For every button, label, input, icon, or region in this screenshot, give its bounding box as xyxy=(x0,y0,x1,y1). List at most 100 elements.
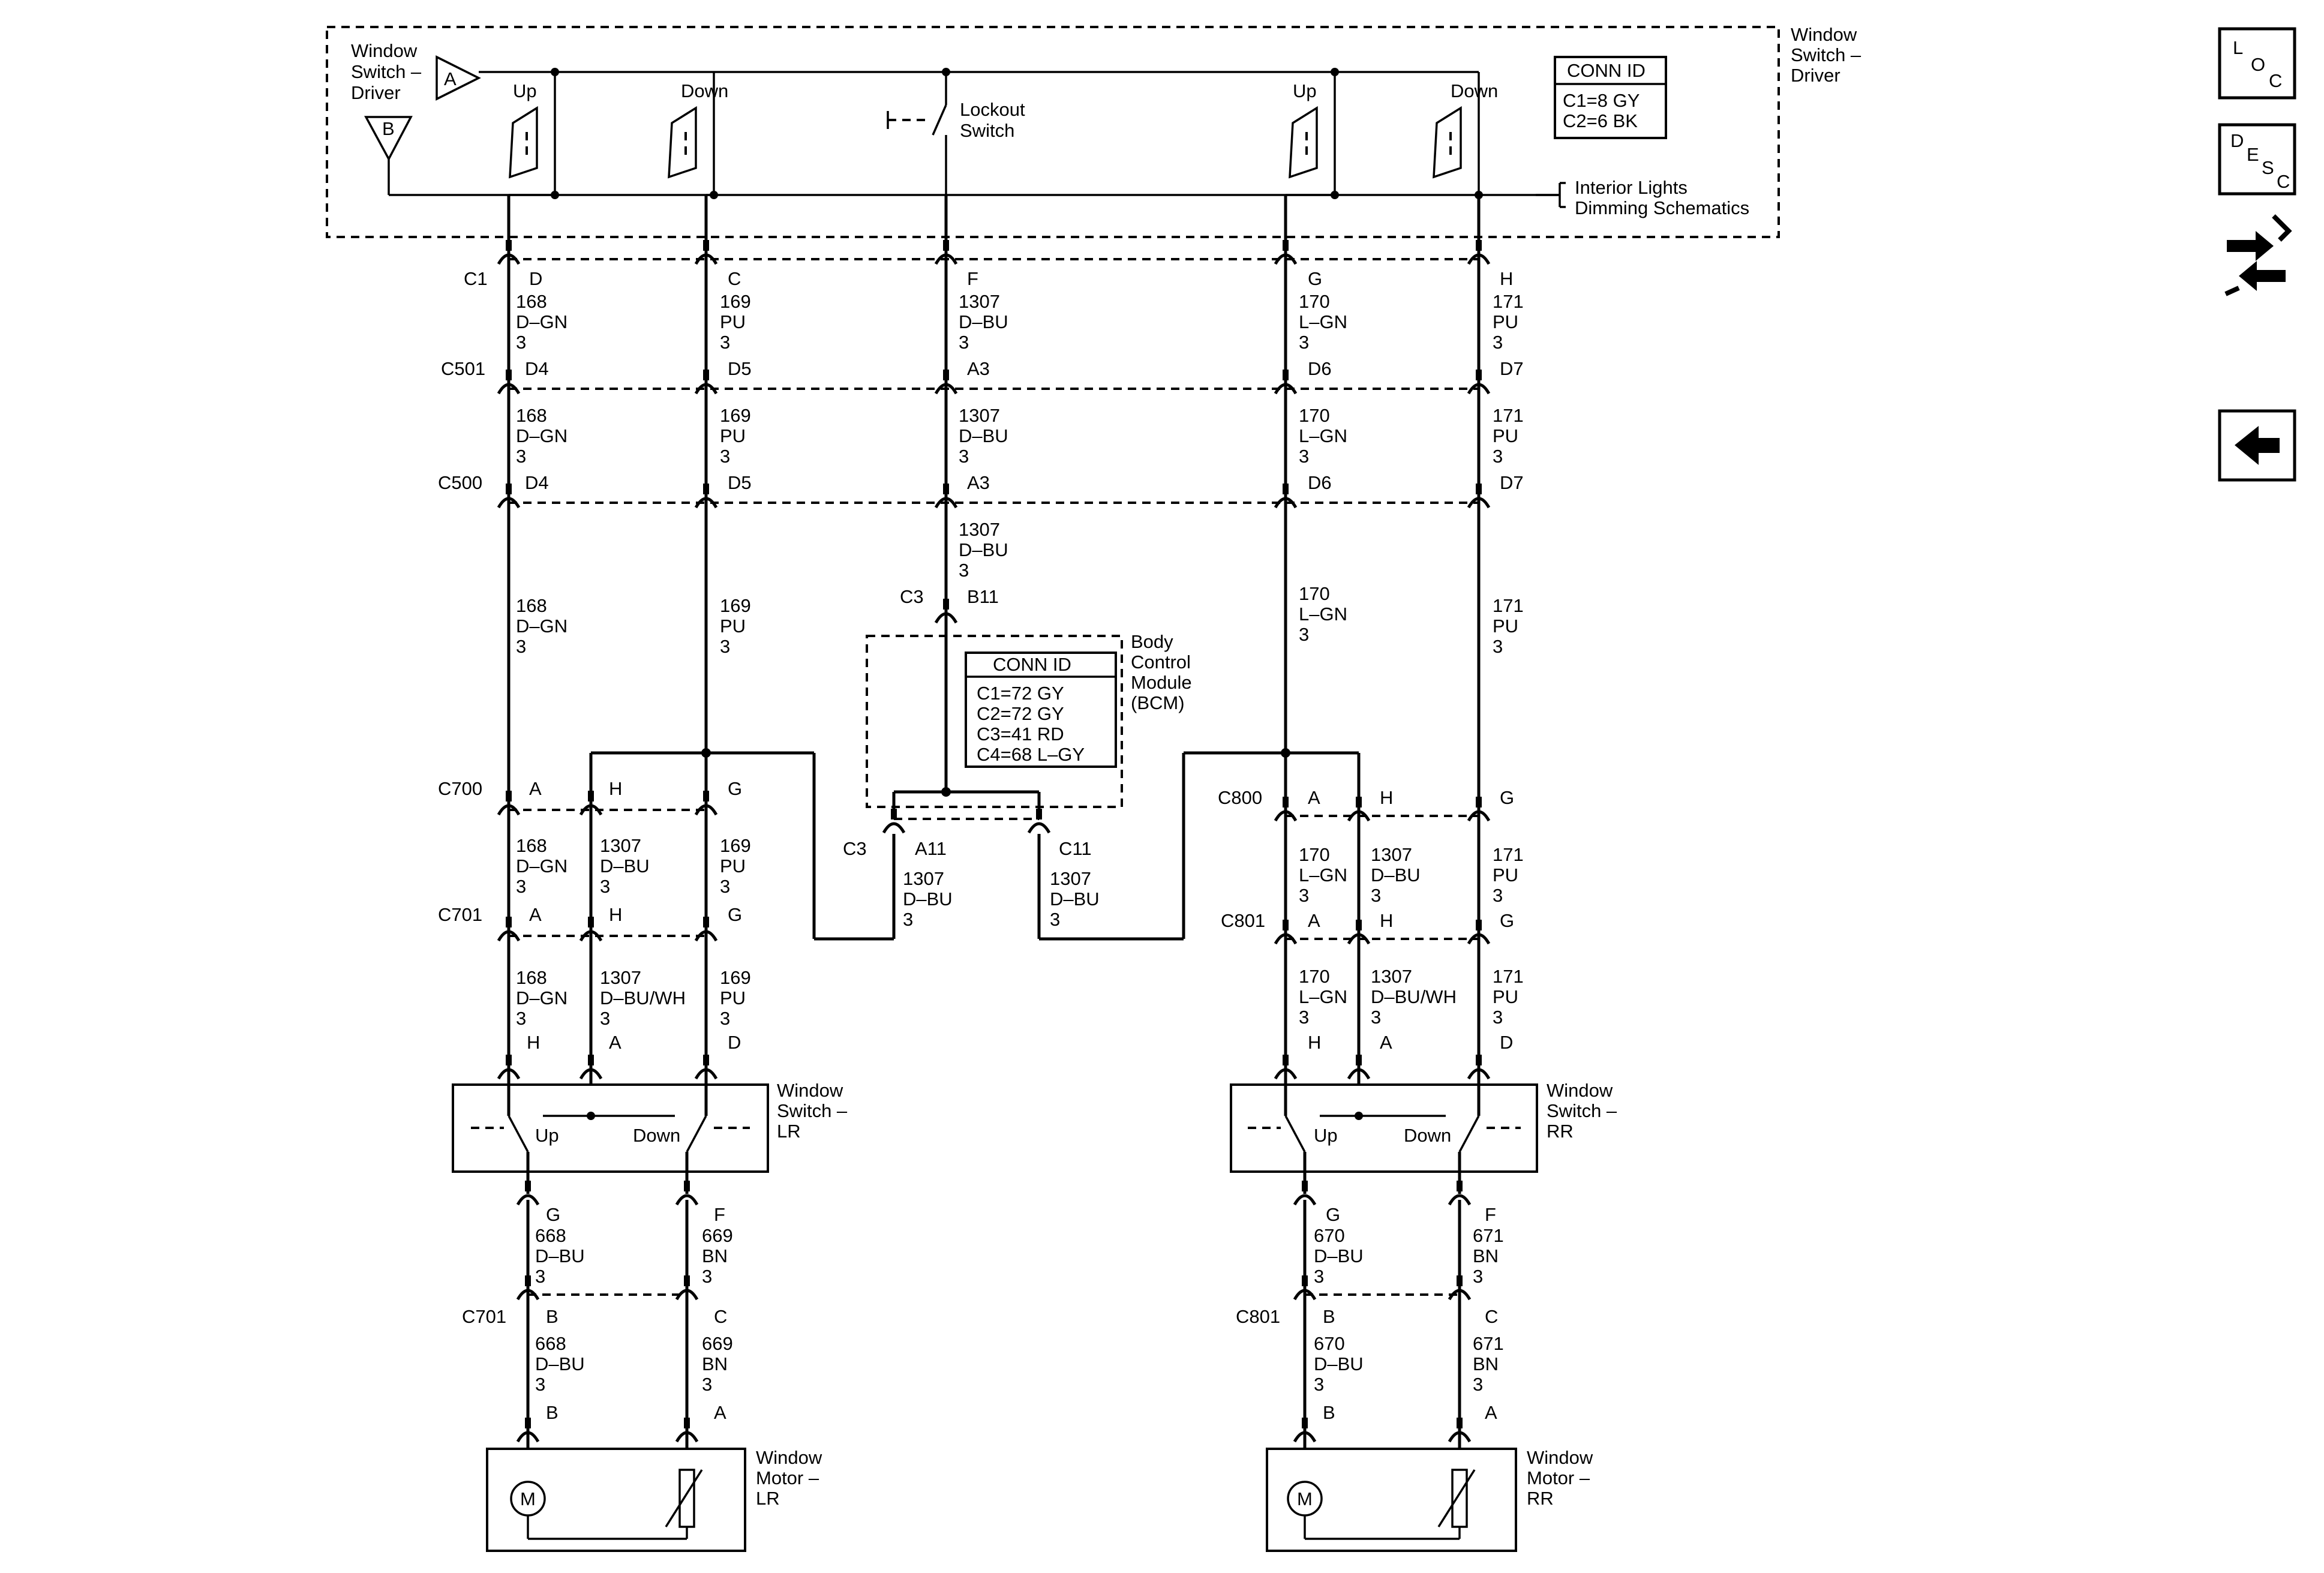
col3-w3-size: 3 xyxy=(1299,624,1309,645)
lr-out-pin-f: F xyxy=(714,1204,725,1225)
col4-pin-c1: H xyxy=(1500,268,1513,289)
desc-letter-s: S xyxy=(2262,157,2274,178)
terminal-b-label: B xyxy=(382,118,395,139)
connector-terminal-symbol xyxy=(934,383,958,395)
lr-mid-w0-color: D–GN xyxy=(516,855,568,876)
connector-pin-symbol xyxy=(1476,797,1482,807)
col4-w3-color: PU xyxy=(1493,616,1518,637)
loc-letter-c: C xyxy=(2269,70,2282,91)
connector-terminal-symbol xyxy=(1293,1194,1317,1206)
col0-w2-size: 3 xyxy=(516,446,526,467)
conn-c801-lower-label: C801 xyxy=(1236,1306,1280,1327)
col4-w3-size: 3 xyxy=(1493,636,1503,657)
bcm-right-wire-num: 1307 xyxy=(1050,868,1091,889)
connector-terminal-symbol xyxy=(882,822,906,834)
lr-motor-w1-color: BN xyxy=(702,1353,728,1374)
col3-w2-num: 170 xyxy=(1299,405,1330,426)
conn-c500-label: C500 xyxy=(438,472,482,493)
connector-pin-symbol xyxy=(506,791,512,801)
lr-out-w1-num: 669 xyxy=(702,1225,733,1246)
lr-switch-name-3: LR xyxy=(777,1121,801,1142)
col4-w2-size: 3 xyxy=(1493,446,1503,467)
connector-pin-symbol xyxy=(1283,484,1289,494)
col2-w2-num: 1307 xyxy=(959,405,1000,426)
back-arrow-icon[interactable] xyxy=(2218,409,2296,482)
bcm-top-pin-label: B11 xyxy=(967,586,999,607)
rr-out-w1-color: BN xyxy=(1473,1245,1499,1266)
col1-w2-color: PU xyxy=(720,425,746,446)
rr-motor-w0-color: D–BU xyxy=(1314,1353,1364,1374)
rr-mid-w0-color: L–GN xyxy=(1299,864,1347,885)
connector-terminal-symbol xyxy=(934,497,958,509)
col4-pin-c501: D7 xyxy=(1500,358,1524,379)
col2-pin-c501: A3 xyxy=(967,358,990,379)
rr-window-motor-box xyxy=(1266,1448,1517,1552)
col1-w1-num: 169 xyxy=(720,291,751,312)
lr-mid-w0-size: 3 xyxy=(516,876,526,897)
col3-pin-c500: D6 xyxy=(1308,472,1332,493)
conn-c701-label: C701 xyxy=(438,904,482,925)
connector-pin-symbol xyxy=(1283,240,1289,251)
connector-terminal-symbol xyxy=(675,1194,699,1206)
driver-window-switch: Window Switch – Driver Window Switch – D… xyxy=(326,24,1861,238)
lr-up-label: Up xyxy=(535,1125,559,1146)
lr-c701-lower-pin-c: C xyxy=(714,1306,727,1327)
col0-w3-size: 3 xyxy=(516,636,526,657)
driver-switch-name-right-1: Window xyxy=(1791,24,1857,45)
connector-pin-symbol xyxy=(506,240,512,251)
rr-low-w2-num: 171 xyxy=(1493,966,1524,987)
rr-mid-w2-color: PU xyxy=(1493,864,1518,885)
rr-low-w0-num: 170 xyxy=(1299,966,1330,987)
rr-switch-name-3: RR xyxy=(1547,1121,1574,1142)
rr-out-w1-num: 671 xyxy=(1473,1225,1504,1246)
connector-terminal-symbol xyxy=(1027,822,1051,834)
lr-c701-pin-a: A xyxy=(529,904,542,925)
rr-c801-pin-g: G xyxy=(1500,910,1514,931)
driver-down-label-1: Down xyxy=(681,80,728,101)
driver-switch-name-right-2: Switch – xyxy=(1791,44,1861,65)
loc-button[interactable]: L O C xyxy=(2218,27,2296,100)
connector-pin-symbol xyxy=(506,370,512,380)
rr-out-w1-size: 3 xyxy=(1473,1266,1483,1287)
connector-pin-symbol xyxy=(1283,370,1289,380)
rr-c800-pin-a: A xyxy=(1308,787,1320,808)
bcm-left-wire-num: 1307 xyxy=(903,868,944,889)
left-rear-circuit: C700 C701 A H G A H G 168 D–GN 3 1307 D–… xyxy=(438,778,848,1552)
terminal-b-triangle xyxy=(364,116,413,161)
connector-terminal-symbol xyxy=(1467,253,1491,265)
lr-switch-name-1: Window xyxy=(777,1080,843,1101)
col1-w3-num: 169 xyxy=(720,595,751,616)
rr-c800-pin-g: G xyxy=(1500,787,1514,808)
lr-mid-w2-color: PU xyxy=(720,855,746,876)
loc-letter-o: O xyxy=(2251,54,2265,75)
col0-pin-c501: D4 xyxy=(525,358,549,379)
rr-switch-name-1: Window xyxy=(1547,1080,1613,1101)
connector-swap-icon[interactable] xyxy=(2224,214,2292,296)
rr-sw-pin-d: D xyxy=(1500,1032,1513,1053)
col4-w2-num: 171 xyxy=(1493,405,1524,426)
driver-switch-name-right-3: Driver xyxy=(1791,65,1840,86)
desc-button[interactable]: D E S C xyxy=(2218,123,2296,196)
lr-mid-w1-color: D–BU xyxy=(600,855,650,876)
col1-w1-color: PU xyxy=(720,311,746,332)
rr-mid-w2-num: 171 xyxy=(1493,844,1524,865)
driver-switch-up-rf xyxy=(1289,106,1336,195)
driver-switch-down-rf xyxy=(1433,106,1480,195)
connector-pin-symbol xyxy=(506,484,512,494)
col1-w1-size: 3 xyxy=(720,332,730,353)
lr-low-w1-num: 1307 xyxy=(600,967,641,988)
conn-c501-label: C501 xyxy=(441,358,485,379)
lr-motor-w1-size: 3 xyxy=(702,1374,712,1395)
lr-motor-name-1: Window xyxy=(756,1447,822,1468)
bcm-left-wire-size: 3 xyxy=(903,909,913,930)
bcm-right-wire-size: 3 xyxy=(1050,909,1060,930)
terminal-a-label: A xyxy=(444,68,457,89)
lr-low-w0-color: D–GN xyxy=(516,987,568,1008)
bcm-name-3: Module xyxy=(1131,672,1192,693)
lr-out-w1-size: 3 xyxy=(702,1266,712,1287)
bcm-name-4: (BCM) xyxy=(1131,692,1185,713)
connector-terminal-symbol xyxy=(1274,253,1298,265)
col2-w2-color: D–BU xyxy=(959,425,1008,446)
driver-down-label-2: Down xyxy=(1451,80,1498,101)
connector-pin-symbol xyxy=(703,240,709,251)
